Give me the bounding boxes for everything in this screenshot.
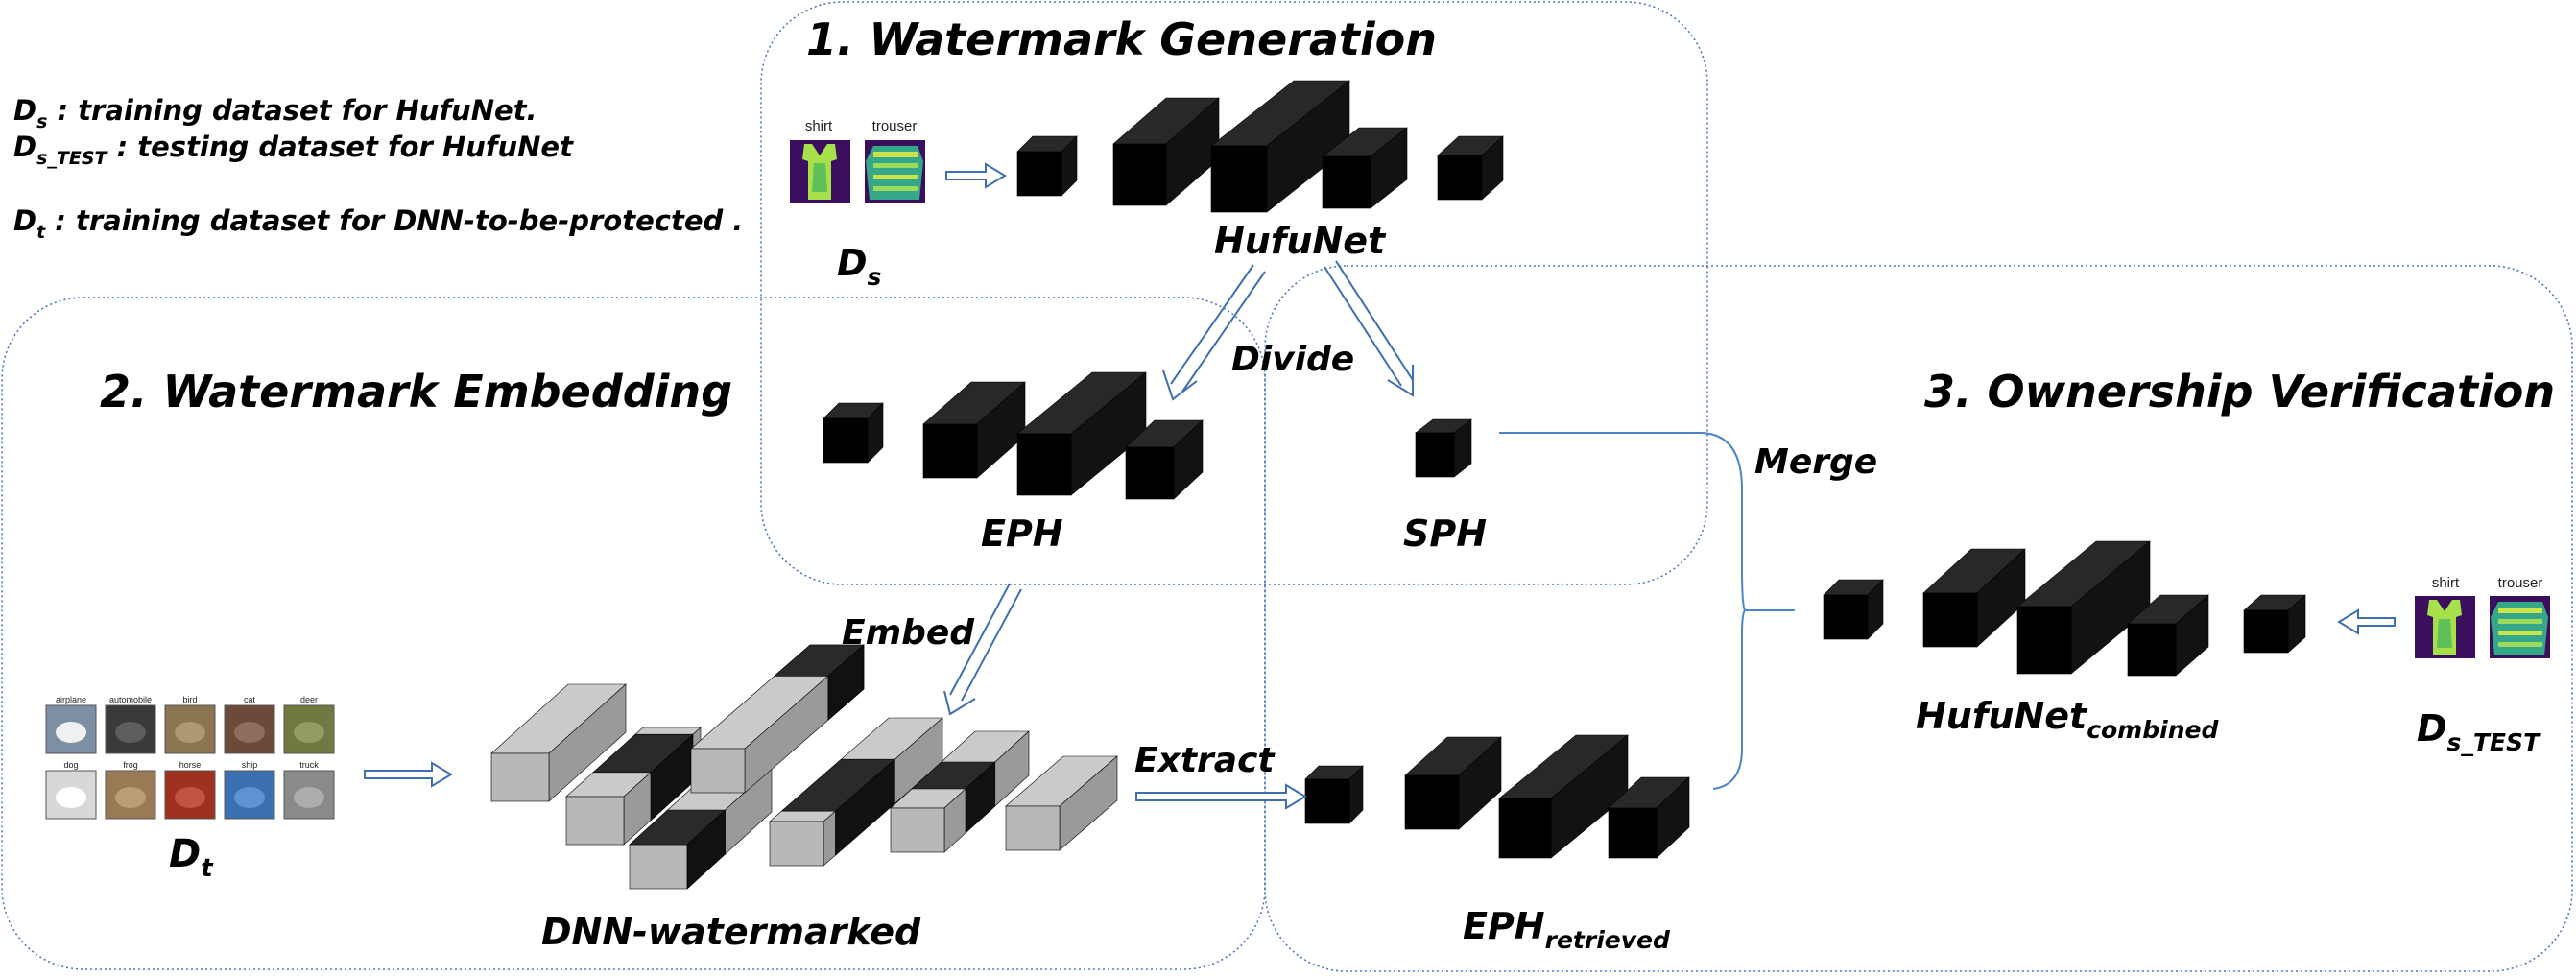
cifar-object-bird xyxy=(175,722,205,743)
extract-label: Extract xyxy=(1134,741,1276,780)
arrow-dt-to-dnn xyxy=(364,761,453,788)
shirt-caption: shirt xyxy=(805,118,833,134)
cifar-object-cat xyxy=(234,722,265,743)
merge-line-eph-retrieved xyxy=(1712,609,1746,790)
hufunet-combined-label: HufuNetcombined xyxy=(1916,695,2219,744)
arrow-extract xyxy=(1135,783,1307,810)
hufunet-combined-layer-2 xyxy=(1922,548,2026,648)
cifar-caption-automobile: automobile xyxy=(109,695,152,704)
fashion-samples-right: shirt trouser xyxy=(2415,575,2550,658)
cifar-object-deer xyxy=(294,722,324,743)
eph-layer-3 xyxy=(1016,371,1147,496)
trouser-caption-right: trouser xyxy=(2498,575,2543,591)
arrow-divide-to-eph xyxy=(1162,264,1266,401)
eph-retrieved-layer-2 xyxy=(1404,736,1502,830)
trouser-caption: trouser xyxy=(872,118,918,134)
cifar-caption-frog: frog xyxy=(123,760,138,770)
section-title-embedding: 2. Watermark Embedding xyxy=(100,366,732,417)
section-title-verification: 3. Ownership Verification xyxy=(1924,366,2555,417)
dnn-block-4-embedded-1 xyxy=(773,644,865,722)
dnn-block-5-embedded-1 xyxy=(780,758,896,856)
cifar-object-automobile xyxy=(115,722,146,743)
dnn-watermarked-label: DNN-watermarked xyxy=(541,911,921,953)
cifar-object-truck xyxy=(294,787,324,808)
eph-retrieved-layer-1 xyxy=(1304,765,1364,824)
cifar-image-cat xyxy=(224,704,275,754)
cifar-caption-dog: dog xyxy=(63,760,78,770)
dnn-block-3-embedded-1 xyxy=(629,809,727,890)
merge-label: Merge xyxy=(1754,442,1877,482)
hufunet-layer-2 xyxy=(1112,97,1220,206)
hufunet-combined-layer-3 xyxy=(2016,540,2151,675)
sph-layer xyxy=(1415,418,1472,478)
eph-layer-4 xyxy=(1125,419,1204,500)
trouser-image xyxy=(865,140,925,203)
dt-label: Dt xyxy=(169,832,214,883)
legend-ds-test: Ds_TEST : testing dataset for HufuNet xyxy=(13,131,574,169)
cifar-caption-airplane: airplane xyxy=(56,695,86,704)
eph-retrieved-layer-4 xyxy=(1608,776,1690,859)
divide-label: Divide xyxy=(1231,340,1354,379)
section-title-generation: 1. Watermark Generation xyxy=(806,13,1437,65)
eph-retrieved-layer-3 xyxy=(1498,734,1629,859)
cifar-object-frog xyxy=(115,787,146,808)
cifar-caption-deer: deer xyxy=(300,695,318,704)
hufunet-combined-layer-5 xyxy=(2243,594,2306,654)
cifar-sample-grid: airplane automobile bird cat deer dog frog hors… xyxy=(45,695,335,820)
cifar-object-dog xyxy=(56,787,86,808)
ownership-verification-region xyxy=(1264,265,2573,972)
hufunet-layer-4 xyxy=(1322,127,1408,209)
eph-layer-1 xyxy=(823,402,884,464)
ds-label: Ds xyxy=(837,242,881,291)
trouser-image-right xyxy=(2490,596,2550,658)
network-blocks xyxy=(490,80,2306,890)
cifar-image-automobile xyxy=(105,704,156,754)
ds-test-label: Ds_TEST xyxy=(2417,707,2541,756)
hufunet-layer-5 xyxy=(1437,135,1504,201)
eph-retrieved-label: EPHretrieved xyxy=(1463,905,1671,954)
fashion-samples-top: shirt trouser xyxy=(790,118,925,203)
dnn-block-7 xyxy=(1005,755,1118,851)
embed-label: Embed xyxy=(842,613,975,653)
hufunet-combined-layer-1 xyxy=(1823,579,1884,640)
sph-label: SPH xyxy=(1403,512,1487,555)
dnn-block-1 xyxy=(490,683,627,802)
shirt-image-right xyxy=(2415,596,2475,658)
cifar-object-ship xyxy=(234,787,265,808)
hufunet-combined-layer-4 xyxy=(2127,594,2209,677)
cifar-caption-bird: bird xyxy=(182,695,197,704)
legend-dt: Dt : training dataset for DNN-to-be-prot… xyxy=(13,204,743,243)
cifar-caption-truck: truck xyxy=(299,760,319,770)
hufunet-layer-1 xyxy=(1016,135,1078,197)
arrow-embed xyxy=(943,583,1022,716)
dnn-block-6-embedded-1 xyxy=(911,761,996,834)
hufunet-label: HufuNet xyxy=(1214,220,1387,262)
cifar-object-horse xyxy=(175,787,205,808)
cifar-caption-cat: cat xyxy=(244,695,256,704)
arrow-divide-to-sph xyxy=(1324,260,1414,397)
eph-label: EPH xyxy=(981,512,1063,555)
cifar-caption-horse: horse xyxy=(179,760,202,770)
eph-layer-2 xyxy=(922,381,1026,479)
cifar-caption-ship: ship xyxy=(242,760,258,770)
arrow-dstest-to-combined xyxy=(2337,608,2396,635)
watermark-embedding-region xyxy=(1,297,1266,970)
legend-ds: Ds : training dataset for HufuNet. xyxy=(13,94,537,132)
shirt-caption-right: shirt xyxy=(2432,575,2460,591)
legend: Ds : training dataset for HufuNet. Ds_TE… xyxy=(13,94,743,243)
shirt-image xyxy=(790,140,850,203)
cifar-object-airplane xyxy=(56,722,86,743)
arrow-ds-to-hufunet xyxy=(945,162,1007,189)
merge-line-sph xyxy=(1499,432,1795,611)
